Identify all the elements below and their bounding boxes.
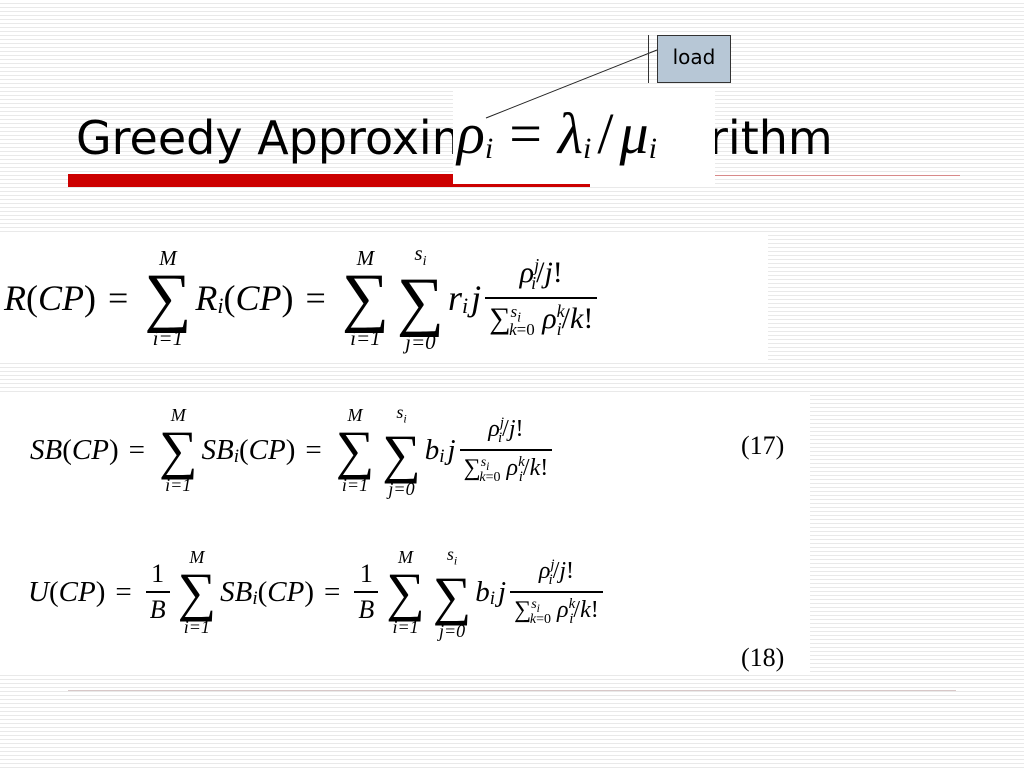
equation-18-number: (18) xyxy=(741,643,785,672)
load-callout: load xyxy=(657,35,731,83)
callout-tick xyxy=(648,35,649,83)
footer-rule xyxy=(68,690,956,691)
title-underline-rule xyxy=(590,175,960,176)
equation-17-number: (17) xyxy=(741,431,785,460)
